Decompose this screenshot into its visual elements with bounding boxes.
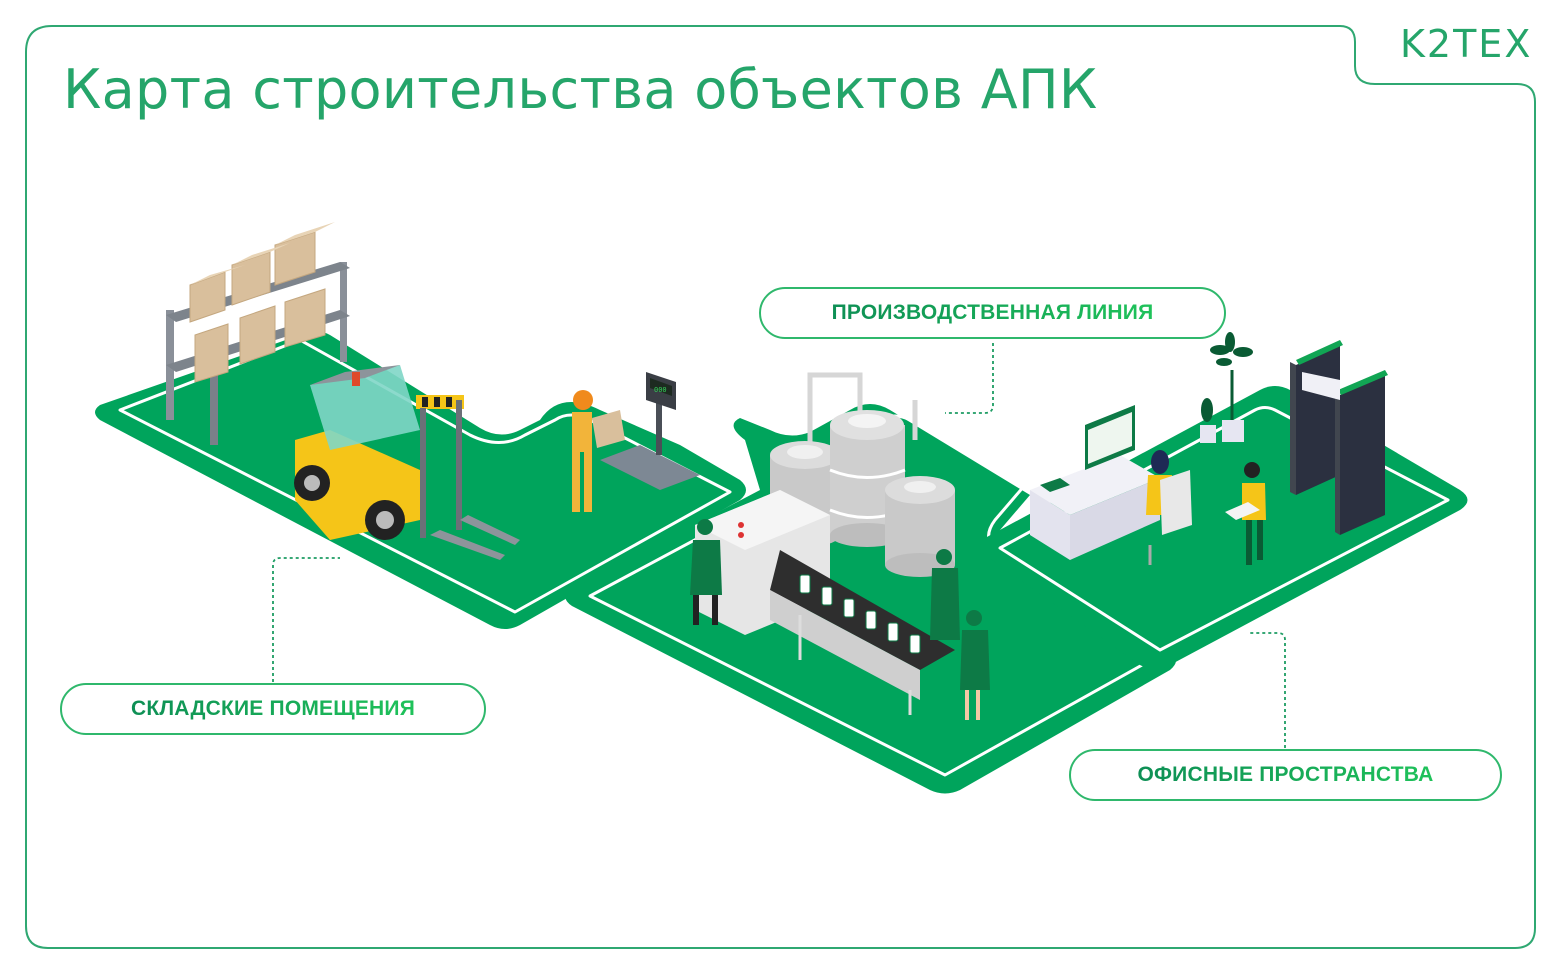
production-connector	[945, 343, 994, 414]
zone-label-warehouse-text: СКЛАДСКИЕ ПОМЕЩЕНИЯ	[130, 697, 416, 720]
warehouse-connector	[272, 557, 340, 682]
zone-label-production[interactable]: ПРОИЗВОДСТВЕННАЯ ЛИНИЯ	[759, 287, 1226, 339]
office-worker-seated	[1146, 450, 1192, 565]
zone-label-office-text: ОФИСНЫЕ ПРОСТРАНСТВА	[1137, 763, 1434, 786]
scale-readout: 000	[654, 386, 667, 394]
zone-label-production-text: ПРОИЗВОДСТВЕННАЯ ЛИНИЯ	[831, 301, 1154, 324]
production-workers	[690, 519, 990, 720]
floor-scale: 000	[600, 372, 700, 490]
office-connector	[1248, 632, 1286, 748]
office-desk	[1030, 405, 1160, 560]
office-plants	[1200, 332, 1253, 443]
forklift	[294, 365, 520, 560]
zone-label-office[interactable]: ОФИСНЫЕ ПРОСТРАНСТВА	[1069, 749, 1502, 801]
storage-rack	[166, 222, 350, 445]
security-gate	[1290, 340, 1388, 535]
page-title: Карта строительства объектов АПК	[63, 58, 1098, 121]
label-connectors	[272, 343, 1286, 748]
k2tex-logo: K2TEX	[1400, 22, 1533, 66]
office-worker-walking	[1225, 462, 1266, 565]
zone-label-warehouse[interactable]: СКЛАДСКИЕ ПОМЕЩЕНИЯ	[60, 683, 486, 735]
conveyor-line	[695, 490, 955, 715]
warehouse-worker	[572, 390, 625, 512]
